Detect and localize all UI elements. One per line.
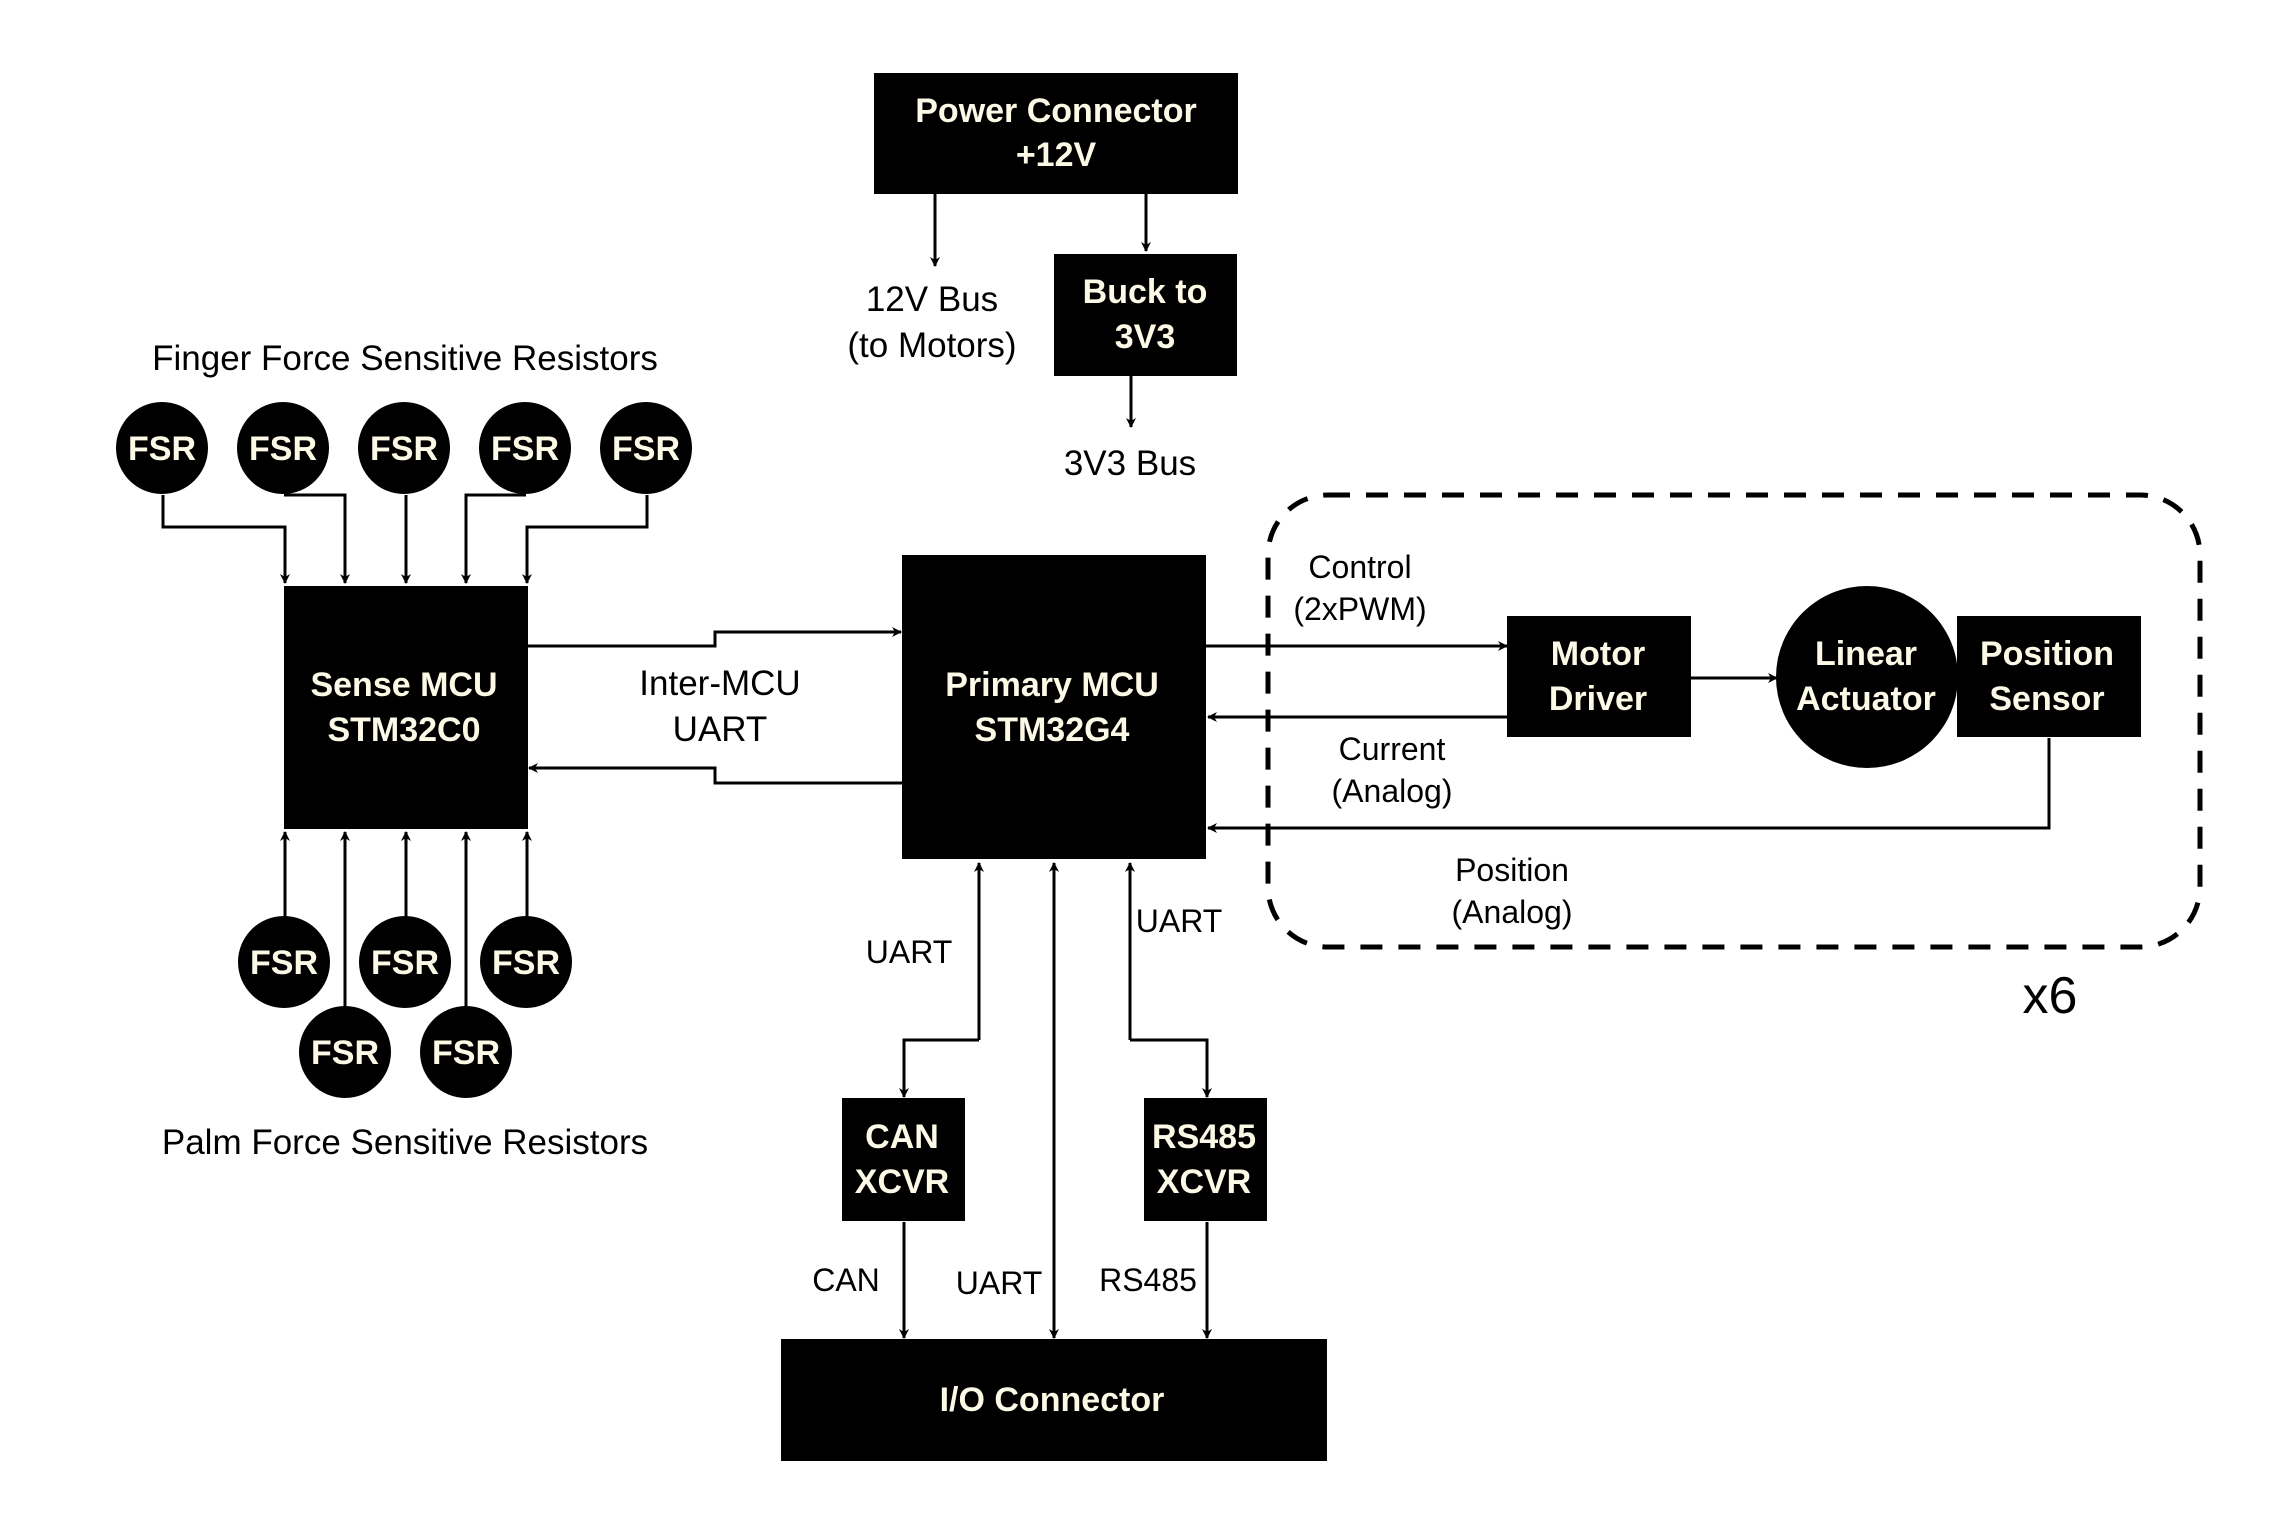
wire-fsr-finger-5	[522, 495, 649, 584]
fsr-palm-5: FSR	[480, 916, 572, 1008]
wire-primary-to-sense	[528, 763, 903, 785]
motor-driver-line-2: Driver	[1549, 680, 1647, 718]
inter-mcu-label-line-2: UART	[673, 710, 768, 749]
bus-12v-label-line-2: (to Motors)	[847, 326, 1016, 365]
position-sensor-line-1: Position	[1980, 635, 2114, 673]
control-label-line-1: Control	[1308, 549, 1411, 585]
fsr-label: FSR	[249, 430, 317, 468]
fsr-label: FSR	[371, 944, 439, 982]
fsr-label: FSR	[491, 430, 559, 468]
rs485-xcvr-block: RS485 XCVR	[1144, 1098, 1267, 1221]
fsr-label: FSR	[311, 1034, 379, 1072]
power-connector-block: Power Connector +12V	[874, 73, 1238, 194]
wire-position-analog	[1207, 738, 2051, 833]
wires	[161, 193, 2051, 1339]
buck-converter-block: Buck to 3V3	[1054, 254, 1237, 376]
fsr-finger-3: FSR	[358, 402, 450, 494]
io-connector-title: I/O Connector	[940, 1381, 1165, 1419]
sense-mcu-block: Sense MCU STM32C0	[284, 586, 528, 829]
fsr-label: FSR	[432, 1034, 500, 1072]
rs485-xcvr-line-1: RS485	[1152, 1118, 1256, 1156]
current-label-line-2: (Analog)	[1332, 773, 1453, 809]
fsr-palm-3: FSR	[359, 916, 451, 1008]
wire-sense-to-primary	[527, 627, 902, 648]
fsr-palm-1: FSR	[238, 916, 330, 1008]
fsr-label: FSR	[612, 430, 680, 468]
buck-line-1: Buck to	[1083, 273, 1208, 311]
linear-actuator-line-1: Linear	[1815, 635, 1917, 673]
fsr-palm-4: FSR	[420, 1006, 512, 1098]
sense-mcu-part: STM32C0	[327, 711, 480, 749]
power-connector-title: Power Connector	[915, 92, 1196, 130]
position-label-line-1: Position	[1455, 852, 1569, 888]
fsr-finger-5: FSR	[600, 402, 692, 494]
primary-mcu-block: Primary MCU STM32G4	[902, 555, 1206, 859]
palm-fsr-rows: FSR FSR FSR FSR FSR	[238, 916, 572, 1098]
repeat-count-label: x6	[2023, 967, 2078, 1025]
fsr-label: FSR	[492, 944, 560, 982]
fsr-label: FSR	[370, 430, 438, 468]
primary-mcu-part: STM32G4	[975, 711, 1130, 749]
position-sensor-line-2: Sensor	[1989, 680, 2104, 718]
wire-fsr-finger-4	[461, 493, 526, 584]
can-bus-label: CAN	[812, 1262, 880, 1298]
power-connector-voltage: +12V	[1016, 136, 1097, 174]
buck-line-2: 3V3	[1115, 318, 1176, 356]
sense-mcu-title: Sense MCU	[310, 666, 497, 704]
linear-actuator-line-2: Actuator	[1796, 680, 1936, 718]
motor-driver-line-1: Motor	[1551, 635, 1645, 673]
uart-rs485-link-label: UART	[1136, 903, 1223, 939]
fsr-palm-2: FSR	[299, 1006, 391, 1098]
current-label-line-1: Current	[1339, 731, 1446, 767]
io-connector-block: I/O Connector	[781, 1339, 1327, 1461]
bus-12v-label-line-1: 12V Bus	[866, 280, 998, 319]
motor-driver-block: Motor Driver	[1507, 616, 1691, 737]
fsr-finger-2: FSR	[237, 402, 329, 494]
finger-fsr-row: FSR FSR FSR FSR FSR	[116, 402, 692, 494]
rs485-bus-label: RS485	[1099, 1262, 1197, 1298]
wire-uart-can-down	[899, 1038, 979, 1098]
fsr-finger-1: FSR	[116, 402, 208, 494]
fsr-label: FSR	[250, 944, 318, 982]
uart-bus-label: UART	[956, 1265, 1043, 1301]
inter-mcu-label-line-1: Inter-MCU	[639, 664, 800, 703]
wire-uart-rs485-down	[1130, 1038, 1212, 1098]
fsr-finger-4: FSR	[479, 402, 571, 494]
finger-fsr-group-label: Finger Force Sensitive Resistors	[152, 339, 658, 378]
linear-actuator-block: Linear Actuator	[1776, 586, 1958, 768]
rs485-xcvr-line-2: XCVR	[1157, 1163, 1251, 1201]
can-xcvr-line-2: XCVR	[855, 1163, 949, 1201]
primary-mcu-title: Primary MCU	[945, 666, 1159, 704]
position-label-line-2: (Analog)	[1452, 894, 1573, 930]
position-sensor-block: Position Sensor	[1957, 616, 2141, 737]
wire-fsr-finger-1	[161, 495, 290, 584]
can-xcvr-line-1: CAN	[865, 1118, 939, 1156]
actuator-channel-group	[1265, 492, 2203, 950]
fsr-label: FSR	[128, 430, 196, 468]
wire-fsr-finger-2	[284, 493, 350, 584]
can-xcvr-block: CAN XCVR	[842, 1098, 965, 1221]
bus-3v3-label: 3V3 Bus	[1064, 444, 1196, 483]
palm-fsr-group-label: Palm Force Sensitive Resistors	[162, 1123, 648, 1162]
control-label-line-2: (2xPWM)	[1293, 591, 1426, 627]
uart-can-link-label: UART	[866, 934, 953, 970]
